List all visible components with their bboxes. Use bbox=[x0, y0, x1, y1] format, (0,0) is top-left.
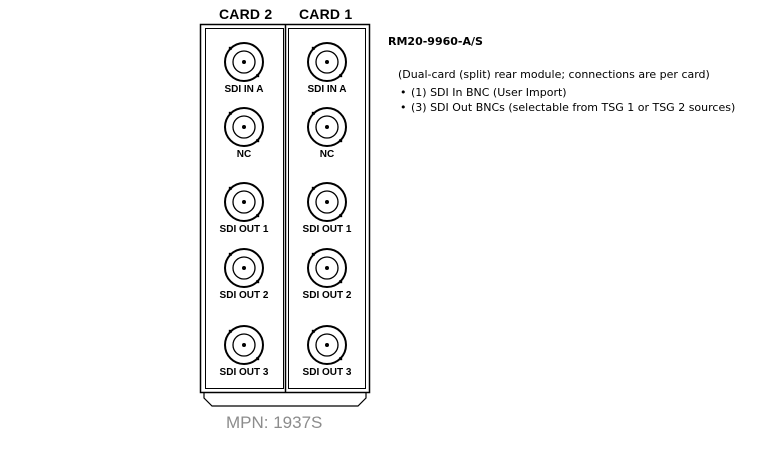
connector-label-card-1-sdi-out-1: SDI OUT 1 bbox=[302, 224, 352, 235]
bnc-connector-icon bbox=[307, 182, 347, 222]
connector-label-card-1-sdi-in-a: SDI IN A bbox=[307, 84, 347, 95]
connector-label-card-1-sdi-out-3: SDI OUT 3 bbox=[302, 367, 352, 378]
feature-item-sdi-in: (1) SDI In BNC (User Import) bbox=[400, 85, 735, 100]
card-1-header: CARD 1 bbox=[299, 6, 353, 22]
bnc-connector-icon bbox=[307, 325, 347, 365]
bnc-connector-icon bbox=[224, 42, 264, 82]
mpn-label: MPN: 1937S bbox=[226, 413, 323, 432]
bnc-connector-icon bbox=[224, 107, 264, 147]
feature-item-sdi-out: (3) SDI Out BNCs (selectable from TSG 1 … bbox=[400, 100, 735, 115]
connector-label-card-2-nc: NC bbox=[236, 149, 252, 160]
bnc-connector-icon bbox=[307, 107, 347, 147]
card-1-panel bbox=[288, 28, 366, 389]
bnc-connector-icon bbox=[224, 325, 264, 365]
module-title: RM20-9960-A/S bbox=[388, 35, 483, 48]
bnc-connector-icon bbox=[224, 182, 264, 222]
module-summary: (Dual-card (split) rear module; connecti… bbox=[398, 68, 710, 81]
connector-label-card-2-sdi-out-3: SDI OUT 3 bbox=[219, 367, 269, 378]
card-2-panel bbox=[205, 28, 284, 389]
feature-list: (1) SDI In BNC (User Import) (3) SDI Out… bbox=[400, 85, 735, 115]
connector-label-card-2-sdi-out-2: SDI OUT 2 bbox=[219, 290, 269, 301]
connector-label-card-2-sdi-out-1: SDI OUT 1 bbox=[219, 224, 269, 235]
connector-label-card-2-sdi-in-a: SDI IN A bbox=[224, 84, 264, 95]
connector-label-card-1-sdi-out-2: SDI OUT 2 bbox=[302, 290, 352, 301]
bnc-connector-icon bbox=[224, 248, 264, 288]
bnc-connector-icon bbox=[307, 248, 347, 288]
bnc-connector-icon bbox=[307, 42, 347, 82]
card-2-header: CARD 2 bbox=[219, 6, 273, 22]
module-bottom-bracket bbox=[203, 392, 367, 407]
connector-label-card-1-nc: NC bbox=[319, 149, 335, 160]
